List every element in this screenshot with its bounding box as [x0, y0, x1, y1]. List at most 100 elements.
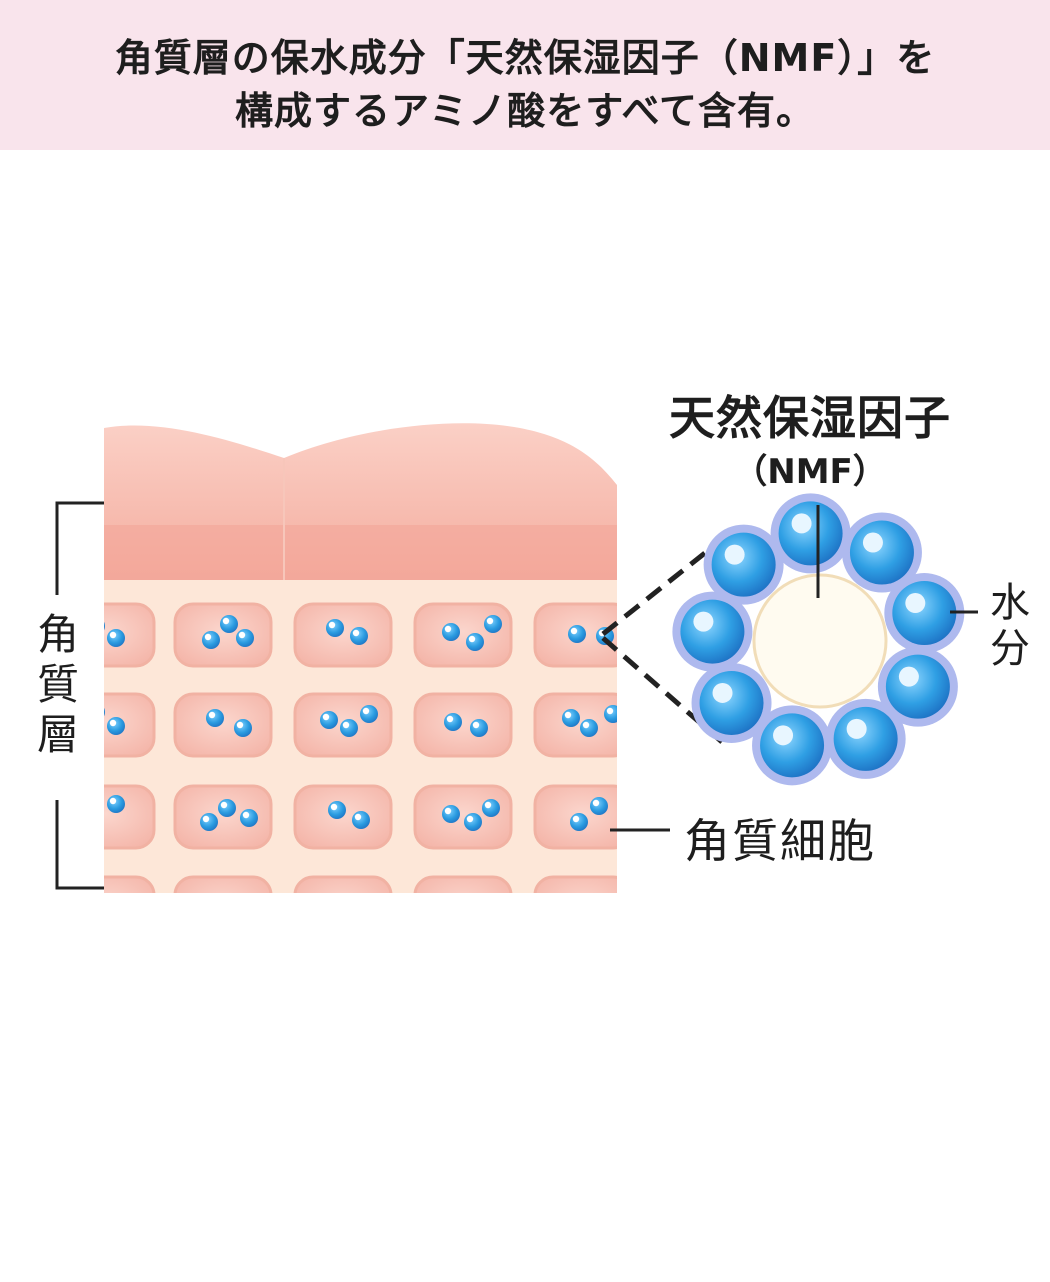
water-drop-icon [604, 705, 617, 723]
water-char-2: 分 [990, 626, 1030, 672]
water-drop-icon [240, 809, 258, 827]
corneocyte [173, 875, 273, 893]
skin-diagram: 天然保湿因子 （NMF） 角 質 層 水 分 角質細胞 [0, 150, 1050, 950]
water-drop-icon [568, 625, 586, 643]
water-drop-highlight [466, 815, 474, 823]
zoom-line-top [601, 543, 717, 636]
header-line-2: 構成するアミノ酸をすべて含有。 [234, 89, 816, 133]
water-drop-icon [442, 805, 460, 823]
water-drop-icon [833, 706, 898, 771]
water-drop-highlight [88, 808, 94, 814]
corneocyte [533, 875, 617, 893]
water-drop-icon [107, 795, 125, 813]
stratum-char-2: 質 [36, 660, 79, 709]
water-drop-highlight [444, 625, 452, 633]
corneocyte [413, 784, 513, 850]
water-drop-highlight [724, 544, 745, 565]
water-drop-icon [570, 813, 588, 831]
water-drop-icon [352, 811, 370, 829]
water-drop-highlight [242, 811, 250, 819]
corneocyte [293, 602, 393, 668]
corneocyte-grid [88, 602, 617, 893]
corneocyte [104, 875, 156, 893]
water-drop-highlight [606, 707, 614, 715]
water-drop-highlight [468, 635, 476, 643]
water-drop-highlight [202, 815, 210, 823]
corneocyte [104, 784, 156, 850]
water-drop-icon [442, 623, 460, 641]
water-drop-highlight [222, 617, 230, 625]
water-drop-icon [104, 621, 105, 631]
skin-illustration [55, 423, 978, 893]
water-drop-icon [849, 520, 914, 585]
corneocyte [104, 602, 156, 668]
corneocyte [413, 602, 513, 668]
corneocyte [293, 784, 393, 850]
water-drop-highlight [572, 815, 580, 823]
water-drop-highlight [472, 721, 480, 729]
bracket-bottom [55, 800, 104, 890]
water-drop-icon [699, 670, 764, 735]
water-drop-highlight [322, 713, 330, 721]
corneocyte [293, 875, 393, 893]
water-drop-highlight [238, 631, 246, 639]
water-drop-icon [320, 711, 338, 729]
water-drop-highlight [352, 629, 360, 637]
water-drop-icon [562, 709, 580, 727]
water-drop-highlight [109, 719, 117, 727]
water-drop-icon [760, 713, 825, 778]
water-drop-highlight [90, 706, 96, 712]
water-drop-icon [778, 501, 843, 566]
water-drop-icon [444, 713, 462, 731]
water-drop-icon [360, 705, 378, 723]
water-label: 水 分 [982, 580, 1038, 672]
water-drop-icon [350, 627, 368, 645]
nmf-title: 天然保湿因子 [669, 391, 951, 445]
water-drop-icon [580, 719, 598, 737]
water-drop-highlight [486, 617, 494, 625]
water-drop-highlight [444, 807, 452, 815]
water-drop-highlight [446, 715, 454, 723]
water-drop-icon [234, 719, 252, 737]
water-drop-icon [107, 629, 125, 647]
water-drop-highlight [582, 721, 590, 729]
stratum-corneum-label: 角 質 層 [30, 610, 86, 760]
water-drop-highlight [220, 801, 228, 809]
water-drop-icon [104, 707, 105, 717]
corneocyte-label: 角質細胞 [684, 814, 876, 868]
corneocyte [413, 875, 513, 893]
water-drop-highlight [362, 707, 370, 715]
water-drop-highlight [693, 611, 714, 632]
water-drop-highlight [570, 627, 578, 635]
corneocyte [413, 692, 513, 758]
corneocyte [173, 692, 273, 758]
water-drop-highlight [109, 631, 117, 639]
water-drop-highlight [484, 801, 492, 809]
water-drop-highlight [791, 513, 812, 534]
water-drop-icon [326, 619, 344, 637]
water-char-1: 水 [990, 580, 1030, 626]
stratum-char-1: 角 [36, 610, 79, 659]
water-drop-highlight [330, 803, 338, 811]
water-drop-icon [107, 717, 125, 735]
stratum-char-3: 層 [36, 710, 79, 759]
water-drop-icon [464, 813, 482, 831]
water-drop-highlight [328, 621, 336, 629]
water-drop-highlight [564, 711, 572, 719]
water-drop-icon [340, 719, 358, 737]
header-line-1: 角質層の保水成分「天然保湿因子（NMF）」を [114, 36, 936, 80]
corneocyte [104, 692, 156, 758]
water-drop-highlight [208, 711, 216, 719]
water-drop-highlight [862, 532, 883, 553]
water-drop-icon [680, 599, 745, 664]
water-drop-icon [466, 633, 484, 651]
water-drop-highlight [905, 593, 926, 614]
water-drop-icon [218, 799, 236, 817]
nmf-center [752, 573, 888, 709]
water-drop-highlight [592, 799, 600, 807]
water-drop-icon [202, 631, 220, 649]
nmf-molecule-icon [672, 493, 965, 786]
water-drop-highlight [898, 666, 919, 687]
water-drop-icon [892, 581, 957, 646]
bracket-top [55, 501, 104, 595]
